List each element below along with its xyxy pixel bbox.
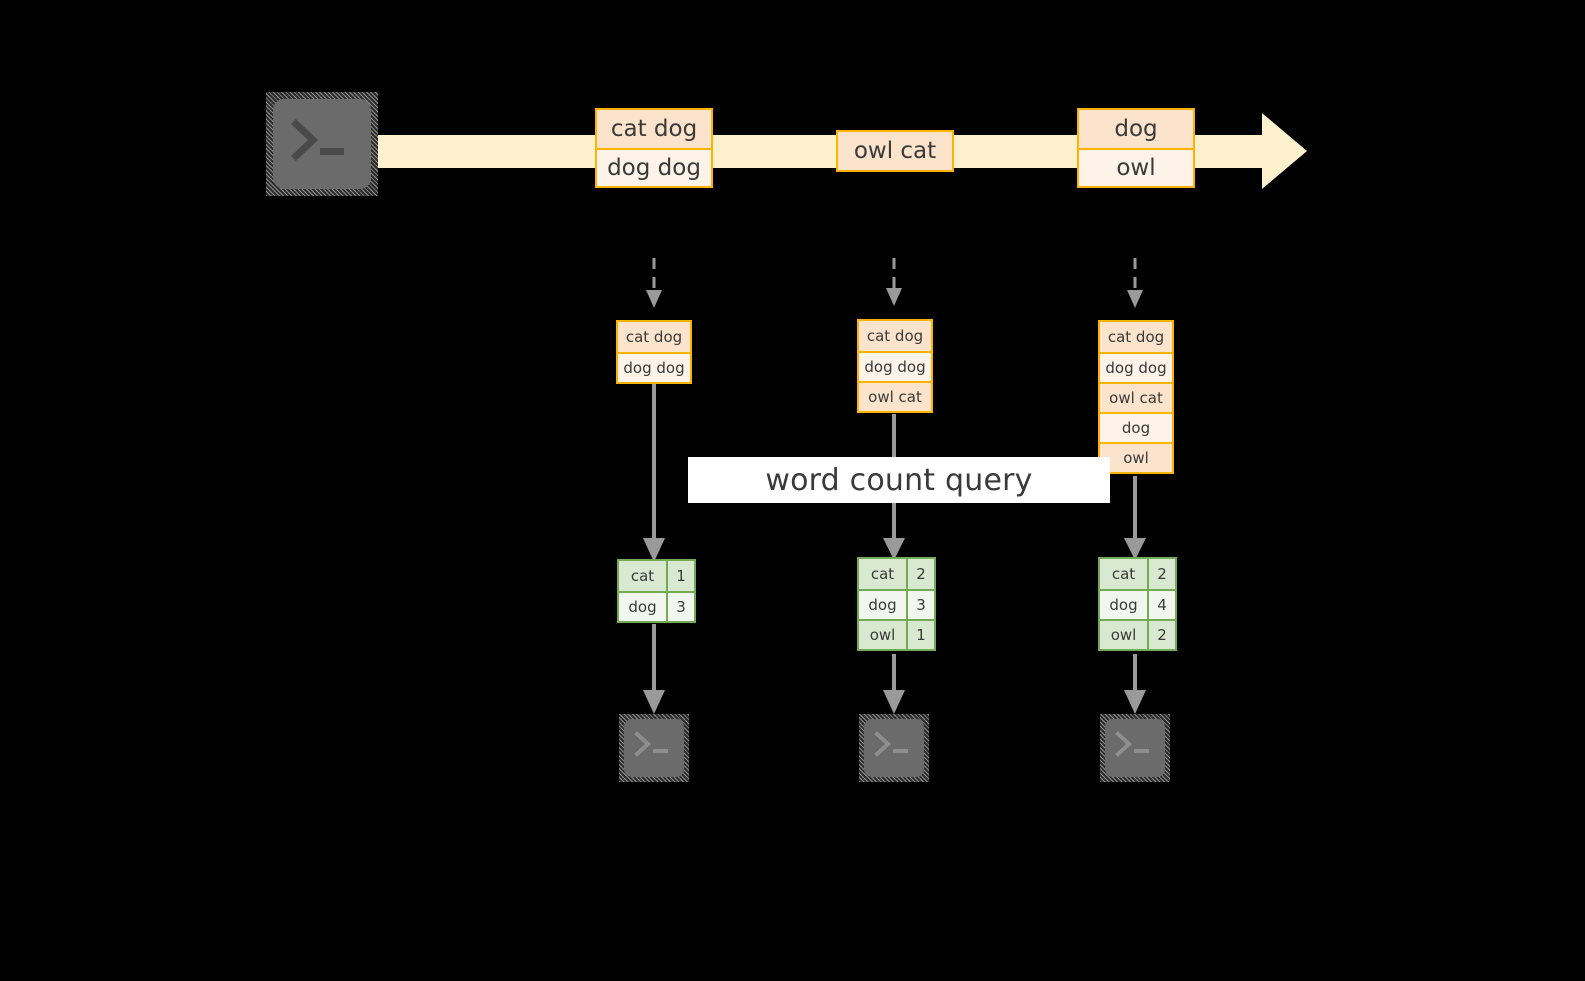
terminal-body (1105, 719, 1165, 777)
stream-event-line: dog (1079, 110, 1193, 148)
table-row: cat 2 (859, 559, 934, 589)
result-count: 3 (906, 591, 934, 619)
accumulated-line: cat dog (618, 322, 690, 352)
stream-event-2: owl cat (836, 130, 954, 172)
dashed-feed-arrows (646, 258, 1143, 308)
result-word: owl (859, 621, 906, 649)
table-row: dog 3 (859, 589, 934, 619)
accumulated-line: dog dog (859, 351, 931, 381)
stream-event-line: owl (1079, 148, 1193, 186)
result-word: dog (859, 591, 906, 619)
stream-event-line: owl cat (838, 132, 952, 170)
result-count: 3 (666, 593, 694, 621)
result-count: 2 (1147, 621, 1175, 649)
result-word: cat (619, 561, 666, 591)
snapshot-2-accumulated: cat dog dog dog owl cat (857, 319, 933, 413)
stream-event-line: cat dog (597, 110, 711, 148)
snapshot-3-accumulated: cat dog dog dog owl cat dog owl (1098, 320, 1174, 474)
query-arrows (643, 384, 1146, 562)
source-terminal-icon (266, 92, 378, 196)
table-row: owl 2 (1100, 619, 1175, 649)
sink-terminal-icon-2 (859, 714, 929, 782)
result-word: owl (1100, 621, 1147, 649)
stream-event-3: dog owl (1077, 108, 1195, 188)
table-row: dog 4 (1100, 589, 1175, 619)
result-word: cat (859, 559, 906, 589)
accumulated-line: cat dog (1100, 322, 1172, 352)
snapshot-1-result-table: cat 1 dog 3 (617, 559, 696, 623)
result-word: cat (1100, 559, 1147, 589)
stream-event-line: dog dog (597, 148, 711, 186)
table-row: owl 1 (859, 619, 934, 649)
accumulated-line: owl (1100, 442, 1172, 472)
accumulated-line: dog dog (1100, 352, 1172, 382)
accumulated-line: cat dog (859, 321, 931, 351)
terminal-prompt-glyph (874, 731, 908, 757)
result-word: dog (1100, 591, 1147, 619)
result-count: 2 (906, 559, 934, 589)
accumulated-line: dog dog (618, 352, 690, 382)
table-row: cat 2 (1100, 559, 1175, 589)
terminal-prompt-glyph (291, 119, 344, 161)
terminal-prompt-glyph (634, 731, 668, 757)
sink-arrows (643, 624, 1146, 714)
table-row: dog 3 (619, 591, 694, 621)
terminal-body (624, 719, 684, 777)
terminal-prompt-glyph (1115, 731, 1149, 757)
query-label: word count query (688, 457, 1110, 503)
terminal-body (864, 719, 924, 777)
snapshot-2-result-table: cat 2 dog 3 owl 1 (857, 557, 936, 651)
query-label-text: word count query (765, 462, 1033, 498)
accumulated-line: dog (1100, 412, 1172, 442)
accumulated-line: owl cat (859, 381, 931, 411)
result-count: 2 (1147, 559, 1175, 589)
result-count: 1 (906, 621, 934, 649)
sink-terminal-icon-1 (619, 714, 689, 782)
stream-event-1: cat dog dog dog (595, 108, 713, 188)
snapshot-1-accumulated: cat dog dog dog (616, 320, 692, 384)
result-count: 4 (1147, 591, 1175, 619)
result-count: 1 (666, 561, 694, 591)
terminal-body (273, 99, 371, 189)
accumulated-line: owl cat (1100, 382, 1172, 412)
result-word: dog (619, 593, 666, 621)
snapshot-3-result-table: cat 2 dog 4 owl 2 (1098, 557, 1177, 651)
table-row: cat 1 (619, 561, 694, 591)
sink-terminal-icon-3 (1100, 714, 1170, 782)
